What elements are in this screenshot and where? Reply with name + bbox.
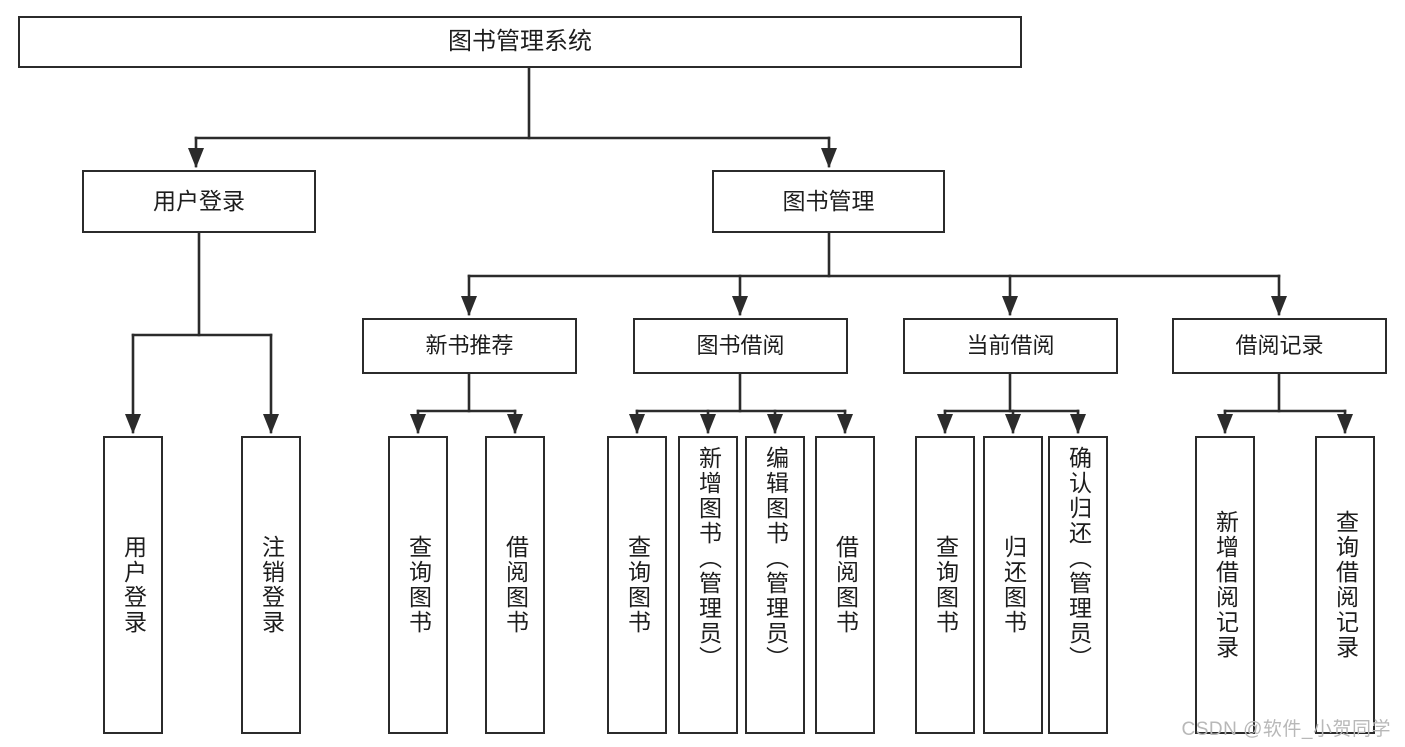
node-label-leaf-cb-confirm-return: 确认归还（管理员）: [1065, 446, 1092, 671]
node-label-leaf-bb-add-book: 新增图书（管理员）: [695, 446, 722, 671]
node-leaf-bb-borrow-book[interactable]: 借阅图书: [815, 436, 875, 734]
node-leaf-rec-borrow-book[interactable]: 借阅图书: [485, 436, 545, 734]
node-label-leaf-user-logout: 注销登录: [258, 535, 285, 635]
node-leaf-bb-query-book[interactable]: 查询图书: [607, 436, 667, 734]
node-leaf-cb-return-book[interactable]: 归还图书: [983, 436, 1043, 734]
node-label-leaf-br-query-record: 查询借阅记录: [1332, 510, 1359, 660]
arrowhead-a-br-l1: [1217, 414, 1233, 434]
node-new-book-rec[interactable]: 新书推荐: [362, 318, 577, 374]
node-label-leaf-rec-query-book: 查询图书: [405, 535, 432, 635]
arrowhead-a-rec-l1: [410, 414, 426, 434]
node-label-current-borrow: 当前借阅: [966, 333, 1055, 359]
node-label-leaf-bb-borrow-book: 借阅图书: [832, 535, 859, 635]
node-label-leaf-cb-return-book: 归还图书: [1000, 535, 1027, 635]
node-label-user-login: 用户登录: [153, 187, 245, 214]
arrowhead-a-bb-l4: [837, 414, 853, 434]
node-label-book-manage: 图书管理: [782, 187, 875, 214]
arrowhead-a-userlogin: [188, 148, 204, 168]
arrowhead-a-cb-l1: [937, 414, 953, 434]
connector-lines: [131, 66, 1347, 434]
node-leaf-user-login[interactable]: 用户登录: [103, 436, 163, 734]
node-label-leaf-user-login: 用户登录: [120, 535, 147, 635]
arrowhead-a-bookmanage: [821, 148, 837, 168]
node-label-borrow-record: 借阅记录: [1235, 333, 1324, 359]
node-label-new-book-rec: 新书推荐: [425, 333, 514, 359]
arrowhead-a-rec-l2: [507, 414, 523, 434]
node-leaf-user-logout[interactable]: 注销登录: [241, 436, 301, 734]
node-label-book-borrow: 图书借阅: [696, 333, 785, 359]
node-leaf-bb-edit-book[interactable]: 编辑图书（管理员）: [745, 436, 805, 734]
node-current-borrow[interactable]: 当前借阅: [903, 318, 1118, 374]
node-user-login[interactable]: 用户登录: [82, 170, 316, 233]
arrowhead-a-leaf-user-login: [125, 414, 141, 434]
node-book-borrow[interactable]: 图书借阅: [633, 318, 848, 374]
node-label-leaf-bb-edit-book: 编辑图书（管理员）: [762, 446, 789, 671]
node-label-leaf-rec-borrow-book: 借阅图书: [502, 535, 529, 635]
arrowhead-a-rec: [461, 296, 477, 316]
node-leaf-br-add-record[interactable]: 新增借阅记录: [1195, 436, 1255, 734]
connector-arrowheads: [125, 148, 1353, 434]
arrowhead-a-current: [1002, 296, 1018, 316]
arrowhead-a-bb-l3: [767, 414, 783, 434]
node-root[interactable]: 图书管理系统: [18, 16, 1022, 68]
node-borrow-record[interactable]: 借阅记录: [1172, 318, 1387, 374]
node-label-leaf-bb-query-book: 查询图书: [624, 535, 651, 635]
node-leaf-bb-add-book[interactable]: 新增图书（管理员）: [678, 436, 738, 734]
arrowhead-a-borrow: [732, 296, 748, 316]
node-label-leaf-br-add-record: 新增借阅记录: [1212, 510, 1239, 660]
node-leaf-rec-query-book[interactable]: 查询图书: [388, 436, 448, 734]
node-book-manage[interactable]: 图书管理: [712, 170, 945, 233]
arrowhead-a-cb-l2: [1005, 414, 1021, 434]
node-leaf-cb-query-book[interactable]: 查询图书: [915, 436, 975, 734]
arrowhead-a-bb-l1: [629, 414, 645, 434]
arrowhead-a-br-l2: [1337, 414, 1353, 434]
arrowhead-a-record: [1271, 296, 1287, 316]
arrowhead-a-cb-l3: [1070, 414, 1086, 434]
arrowhead-a-leaf-user-logout: [263, 414, 279, 434]
node-leaf-br-query-record[interactable]: 查询借阅记录: [1315, 436, 1375, 734]
node-leaf-cb-confirm-return[interactable]: 确认归还（管理员）: [1048, 436, 1108, 734]
node-label-leaf-cb-query-book: 查询图书: [932, 535, 959, 635]
node-label-root: 图书管理系统: [448, 27, 592, 55]
arrowhead-a-bb-l2: [700, 414, 716, 434]
csdn-watermark: CSDN @软件_小贺同学: [1181, 719, 1391, 740]
